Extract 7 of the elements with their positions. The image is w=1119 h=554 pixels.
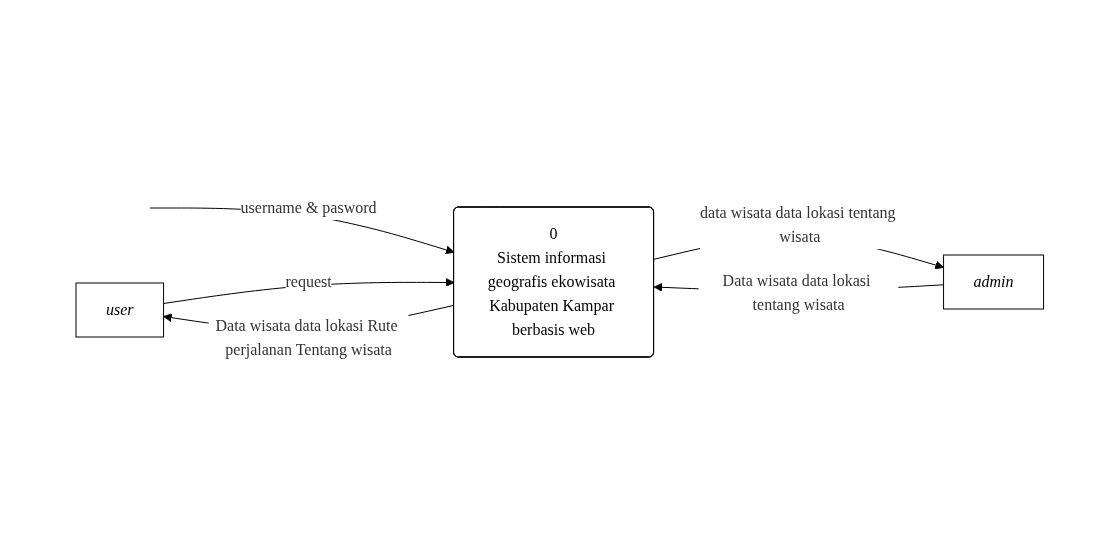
edge-label: Data wisata data lokasi tentang wisata bbox=[722, 271, 871, 313]
edge-label: request bbox=[285, 272, 332, 290]
edge-label: Data wisata data lokasi Rute perjalanan Tentang wisata bbox=[215, 316, 398, 358]
edge-label: data wisata data lokasi tentang wisata bbox=[699, 203, 896, 245]
edge-label: username & pasword bbox=[240, 198, 377, 216]
node-box: user bbox=[75, 282, 164, 337]
node-box: admin bbox=[942, 254, 1044, 309]
